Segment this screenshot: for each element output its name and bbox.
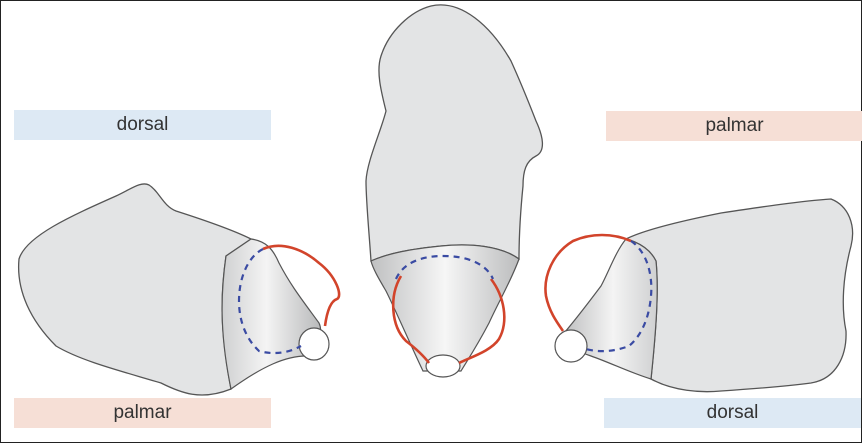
right-bone — [545, 199, 852, 392]
center-bone-head — [426, 355, 460, 377]
center-bone-body — [366, 5, 542, 261]
center-bone — [366, 5, 542, 377]
left-bone-body — [19, 184, 251, 395]
right-bone-head — [555, 330, 587, 362]
left-bone-neck — [222, 239, 320, 389]
left-bone-head — [299, 328, 329, 360]
right-bone-body — [626, 199, 853, 392]
left-bone — [19, 184, 339, 395]
